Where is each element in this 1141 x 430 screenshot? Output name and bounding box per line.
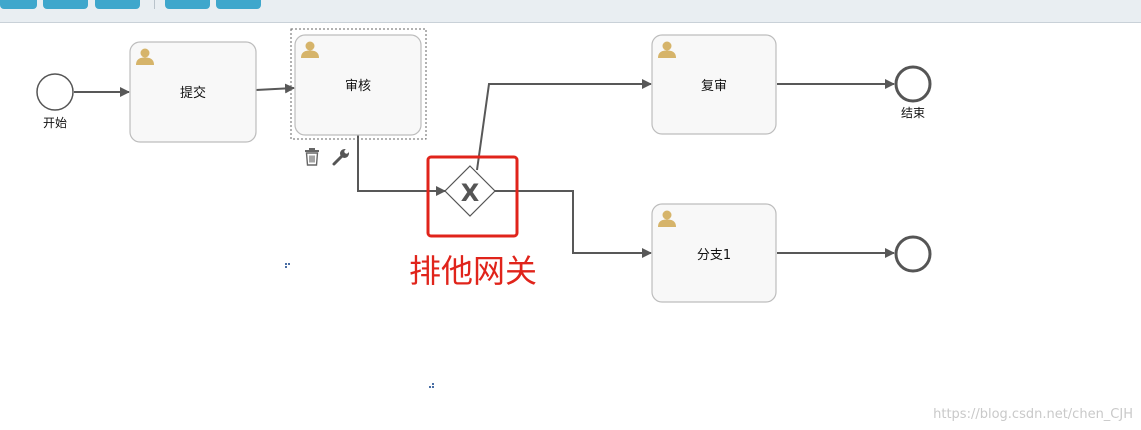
- start-event[interactable]: [36, 73, 74, 111]
- flow-gateway-to-branch1[interactable]: [495, 190, 652, 258]
- gateway-symbol: X: [461, 179, 480, 207]
- toolbar-button-1[interactable]: [0, 0, 37, 9]
- task-review[interactable]: 审核: [294, 34, 422, 136]
- end-event-label: 结束: [901, 106, 925, 120]
- end-event-2[interactable]: [894, 235, 932, 273]
- task-submit-label: 提交: [180, 85, 206, 101]
- selection-box: [290, 28, 427, 140]
- task-branch1-label: 分支1: [697, 248, 731, 263]
- flow-gateway-to-re-review[interactable]: [476, 79, 652, 171]
- task-branch1[interactable]: 分支1: [651, 203, 777, 303]
- start-event-label: 开始: [43, 116, 67, 130]
- task-submit[interactable]: 提交: [129, 41, 257, 143]
- watermark: https://blog.csdn.net/chen_CJH: [933, 407, 1133, 422]
- toolbar-button-3[interactable]: [95, 0, 140, 9]
- canvas-dot-2: [429, 383, 434, 388]
- toolbar-button-5[interactable]: [216, 0, 261, 9]
- toolbar-separator: [154, 0, 155, 9]
- gateway-annotation: 排他网关: [409, 252, 537, 290]
- task-re-review[interactable]: 复审: [651, 34, 777, 135]
- flow-review-to-gateway[interactable]: [357, 135, 446, 196]
- task-re-review-label: 复审: [701, 79, 727, 94]
- toolbar: [0, 0, 1141, 23]
- flow-submit-to-review[interactable]: [255, 83, 295, 94]
- exclusive-gateway[interactable]: X: [444, 165, 496, 217]
- trash-icon[interactable]: [304, 148, 320, 166]
- toolbar-button-2[interactable]: [43, 0, 88, 9]
- end-event-1[interactable]: [894, 65, 932, 103]
- wrench-icon[interactable]: [332, 149, 349, 166]
- gateway-highlight: [426, 155, 519, 238]
- canvas-dot-1: [285, 263, 290, 268]
- toolbar-button-4[interactable]: [165, 0, 210, 9]
- task-review-label: 审核: [345, 79, 371, 94]
